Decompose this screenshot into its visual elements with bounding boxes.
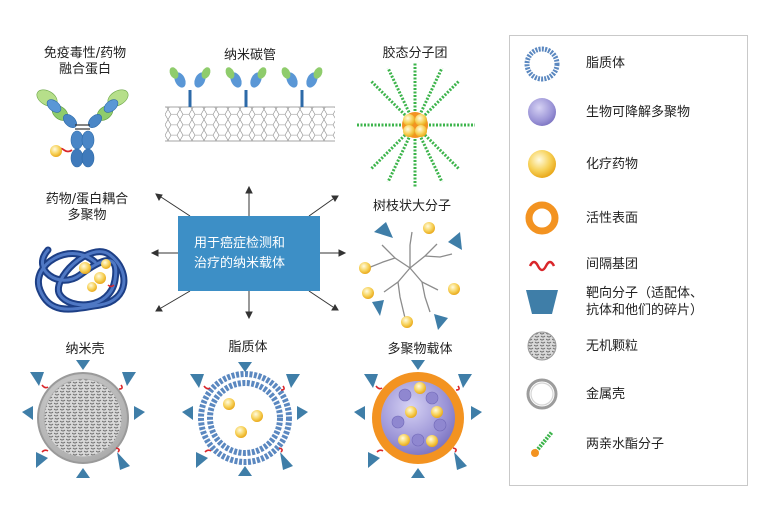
legend-item-liposome: 脂质体 <box>510 42 749 82</box>
legend-item-inorganic: 无机颗粒 <box>510 326 749 366</box>
nanotube-antibody-1 <box>169 67 211 107</box>
label-liposome: 脂质体 <box>228 340 268 355</box>
nanoshell-illustration <box>22 360 145 478</box>
polymer-carrier-illustration <box>354 360 482 478</box>
label-antibody: 免疫毒性/药物 融合蛋白 <box>30 46 140 78</box>
antibody-illustration <box>36 89 129 168</box>
nanotube-antibody-3 <box>281 67 323 107</box>
legend-item-polymer: 生物可降解多聚物 <box>510 92 749 132</box>
center-title-line1: 用于癌症检测和 <box>194 235 286 251</box>
yellow-drug-icon <box>528 150 556 178</box>
purple-sphere-icon <box>528 98 556 126</box>
label-conjugate-line2: 多聚物 <box>67 208 107 223</box>
legend-item-active-surface: 活性表面 <box>510 198 749 238</box>
metal-shell-icon <box>526 378 558 410</box>
label-antibody-line1: 免疫毒性/药物 <box>43 46 127 61</box>
legend-item-targeting: 靶向分子（适配体、 抗体和他们的碎片） <box>510 282 749 326</box>
label-nanotube: 纳米碳管 <box>223 48 276 63</box>
lipid-ring-icon <box>524 46 560 82</box>
legend-item-drug: 化疗药物 <box>510 144 749 184</box>
conjugate-illustration <box>34 246 128 313</box>
label-conjugate: 药物/蛋白耦合 多聚物 <box>32 192 142 224</box>
label-micelle: 胶态分子团 <box>382 46 448 61</box>
dendrimer-ends <box>359 222 462 330</box>
label-nanoshell: 纳米壳 <box>65 342 105 357</box>
red-squiggle-icon <box>528 260 556 272</box>
legend-label-spacer: 间隔基团 <box>586 257 639 272</box>
label-antibody-line2: 融合蛋白 <box>58 62 111 77</box>
center-arrows <box>150 185 347 320</box>
legend-item-spacer: 间隔基团 <box>510 244 749 284</box>
nanotube-illustration <box>165 67 335 142</box>
legend-label-metal-shell: 金属壳 <box>586 387 626 402</box>
liposome-illustration <box>182 362 308 476</box>
label-polymer-carrier: 多聚物载体 <box>387 342 453 357</box>
legend-label-targeting: 靶向分子（适配体、 抗体和他们的碎片） <box>586 285 703 319</box>
legend-label-active-surface: 活性表面 <box>586 211 639 226</box>
label-dendrimer: 树枝状大分子 <box>372 199 451 214</box>
gray-particle-icon <box>527 331 557 361</box>
legend-label-drug: 化疗药物 <box>586 157 639 172</box>
orange-ring-icon <box>525 201 559 235</box>
legend-label-inorganic: 无机颗粒 <box>586 339 639 354</box>
legend-label-targeting-line2: 抗体和他们的碎片） <box>586 303 704 318</box>
dendrimer-illustration <box>367 231 453 319</box>
amphiphilic-icon <box>531 430 554 457</box>
legend-item-amphiphilic: 两亲水酯分子 <box>510 424 749 464</box>
legend-label-polymer: 生物可降解多聚物 <box>586 105 691 120</box>
legend-label-targeting-line1: 靶向分子（适配体、 <box>586 286 704 301</box>
legend-label-liposome: 脂质体 <box>586 56 626 71</box>
center-title-line2: 治疗的纳米载体 <box>194 255 286 271</box>
legend-label-amphiphilic: 两亲水酯分子 <box>586 437 665 452</box>
blue-trapezoid-icon <box>526 290 558 314</box>
legend-panel: 脂质体 生物可降解多聚物 化疗药物 活性表面 间隔基团 靶向分子（适配体、 抗体… <box>509 35 748 486</box>
label-conjugate-line1: 药物/蛋白耦合 <box>45 192 129 207</box>
micelle-core <box>402 112 428 138</box>
nanotube-antibody-2 <box>225 67 267 107</box>
center-title-box: 用于癌症检测和 治疗的纳米载体 <box>178 216 320 291</box>
legend-item-metal-shell: 金属壳 <box>510 374 749 414</box>
